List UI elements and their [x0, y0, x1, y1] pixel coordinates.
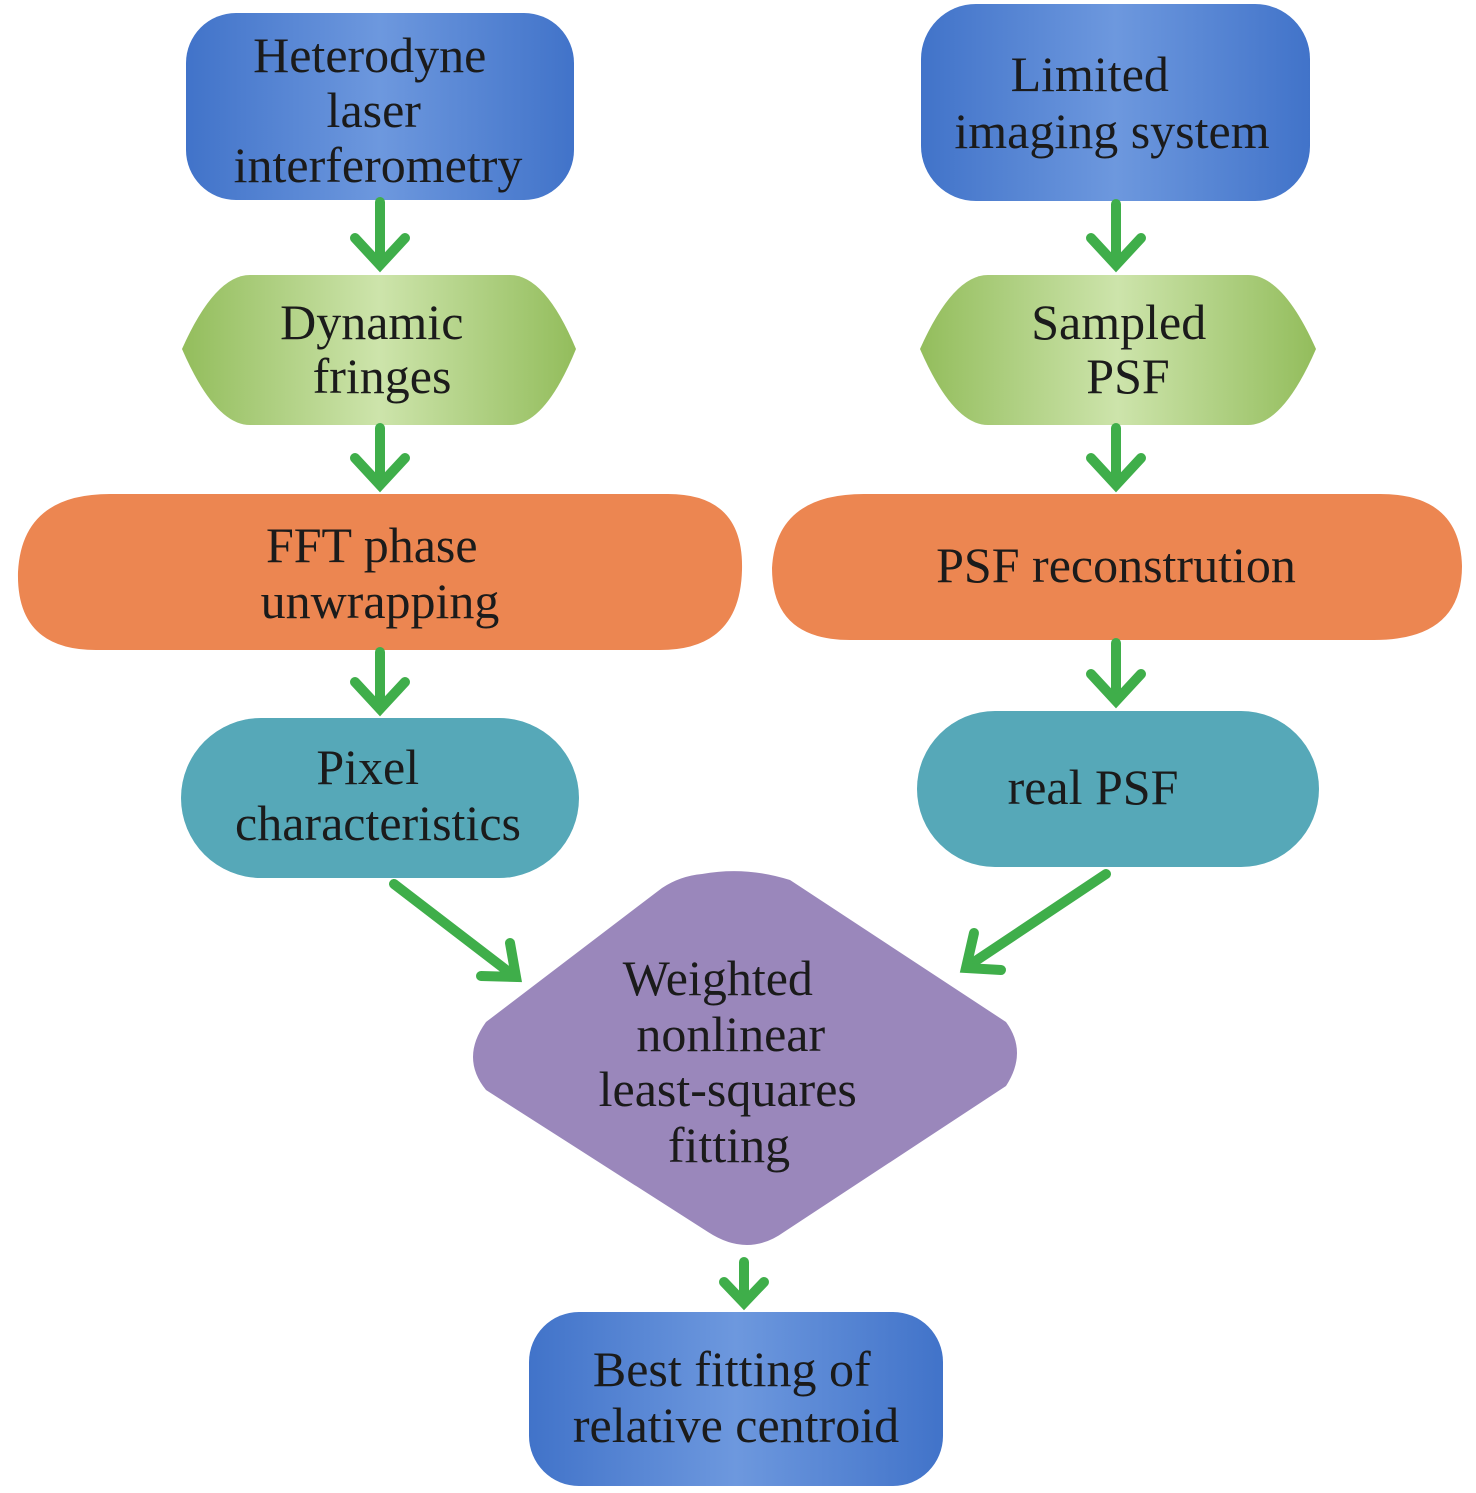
- pixel-characteristics-box: [181, 718, 579, 878]
- best-fitting-box: [529, 1312, 943, 1486]
- real-psf-box: [917, 711, 1319, 867]
- arrow-fft-to-pixel: [350, 647, 410, 717]
- psf-reconstruction-node: PSF reconstrution: [772, 494, 1462, 640]
- sampled-psf-line-2: PSF: [1086, 348, 1169, 404]
- dynamic-fringes-line-1: Dynamic: [280, 294, 463, 350]
- dynamic-fringes-node: Dynamic fringes: [182, 275, 576, 425]
- limited-imaging-box: [921, 4, 1310, 201]
- fft-phase-line-1: FFT phase: [266, 517, 478, 573]
- psf-reconstruction-label: PSF reconstrution: [936, 537, 1296, 593]
- arrow-sampled-to-psf-reconstruction: [1086, 423, 1146, 493]
- sampled-psf-box: [920, 275, 1316, 425]
- limited-imaging-line-1: Limited: [1011, 46, 1169, 102]
- pixel-characteristics-line-2: characteristics: [235, 795, 521, 851]
- psf-reconstruction-box: [772, 494, 1462, 640]
- heterodyne-line-2: laser: [327, 82, 422, 138]
- fft-phase-box: [17, 494, 743, 650]
- fft-phase-label: FFT phase unwrapping: [261, 517, 500, 629]
- arrow-pixel-to-weighted: [389, 879, 522, 983]
- best-fitting-line-2: relative centroid: [573, 1397, 899, 1453]
- heterodyne-line-1: Heterodyne: [253, 27, 486, 83]
- arrow-psf-reconstruction-to-real-psf: [1086, 638, 1146, 709]
- psf-reconstruction-line-1: PSF reconstrution: [936, 537, 1296, 593]
- fft-phase-line-2: unwrapping: [261, 573, 500, 629]
- heterodyne-node: Heterodyne laser interferometry: [186, 13, 574, 200]
- arrow-weighted-to-best: [719, 1257, 769, 1311]
- arrow-dynamic-to-fft: [350, 423, 410, 493]
- dynamic-fringes-label: Dynamic fringes: [280, 294, 476, 404]
- heterodyne-box: [186, 13, 574, 200]
- weighted-fitting-line-3: least-squares: [599, 1061, 857, 1117]
- weighted-fitting-box: [473, 871, 1017, 1245]
- sampled-psf-label: Sampled PSF: [1031, 294, 1218, 404]
- limited-imaging-label: Limited imaging system: [954, 46, 1269, 159]
- pixel-characteristics-line-1: Pixel: [316, 739, 419, 795]
- arrow-real-psf-to-weighted: [959, 869, 1111, 975]
- weighted-fitting-label: Weighted nonlinear least-squares fitting: [599, 950, 870, 1173]
- pixel-characteristics-node: Pixel characteristics: [181, 718, 579, 878]
- arrow-heterodyne-to-dynamic: [350, 197, 410, 273]
- weighted-fitting-line-4: fitting: [668, 1117, 790, 1173]
- heterodyne-label: Heterodyne laser interferometry: [234, 27, 523, 193]
- limited-imaging-line-2: imaging system: [954, 103, 1269, 159]
- real-psf-label: real PSF: [1008, 759, 1179, 815]
- limited-imaging-node: Limited imaging system: [921, 4, 1310, 201]
- sampled-psf-line-1: Sampled: [1031, 294, 1206, 350]
- weighted-fitting-line-1: Weighted: [623, 950, 813, 1006]
- weighted-fitting-line-2: nonlinear: [636, 1006, 825, 1062]
- best-fitting-node: Best fitting of relative centroid: [529, 1312, 943, 1486]
- pixel-characteristics-label: Pixel characteristics: [235, 739, 521, 851]
- best-fitting-line-1: Best fitting of: [593, 1341, 871, 1397]
- dynamic-fringes-box: [182, 275, 576, 425]
- best-fitting-label: Best fitting of relative centroid: [573, 1341, 899, 1453]
- dynamic-fringes-line-2: fringes: [313, 348, 452, 404]
- heterodyne-line-3: interferometry: [234, 137, 523, 193]
- arrow-limited-to-sampled: [1086, 199, 1146, 273]
- real-psf-line-1: real PSF: [1008, 759, 1179, 815]
- fft-phase-node: FFT phase unwrapping: [17, 494, 743, 650]
- sampled-psf-node: Sampled PSF: [920, 275, 1316, 425]
- real-psf-node: real PSF: [917, 711, 1319, 867]
- weighted-fitting-node: Weighted nonlinear least-squares fitting: [473, 871, 1017, 1245]
